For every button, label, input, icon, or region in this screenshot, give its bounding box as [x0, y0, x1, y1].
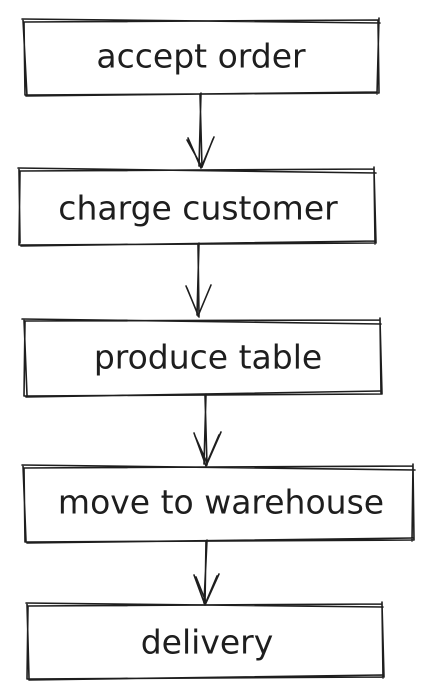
- step-box: [21, 317, 383, 398]
- arrow-produce-to-warehouse: [193, 393, 222, 467]
- step-delivery[interactable]: delivery: [25, 601, 385, 681]
- step-label: accept order: [96, 37, 306, 76]
- step-label: produce table: [94, 338, 322, 377]
- arrow-accept-to-charge: [186, 92, 215, 169]
- step-move-to-warehouse[interactable]: move to warehouse: [21, 463, 416, 544]
- step-label: move to warehouse: [58, 483, 384, 522]
- arrow-warehouse-to-delivery: [193, 539, 220, 606]
- step-accept-order[interactable]: accept order: [21, 17, 381, 97]
- step-box: [25, 601, 385, 681]
- arrow-charge-to-produce: [185, 242, 212, 318]
- step-label: delivery: [141, 623, 274, 662]
- step-box: [21, 463, 416, 544]
- step-charge-customer[interactable]: charge customer: [17, 166, 377, 247]
- step-label: charge customer: [58, 189, 338, 228]
- step-produce-table[interactable]: produce table: [21, 317, 383, 398]
